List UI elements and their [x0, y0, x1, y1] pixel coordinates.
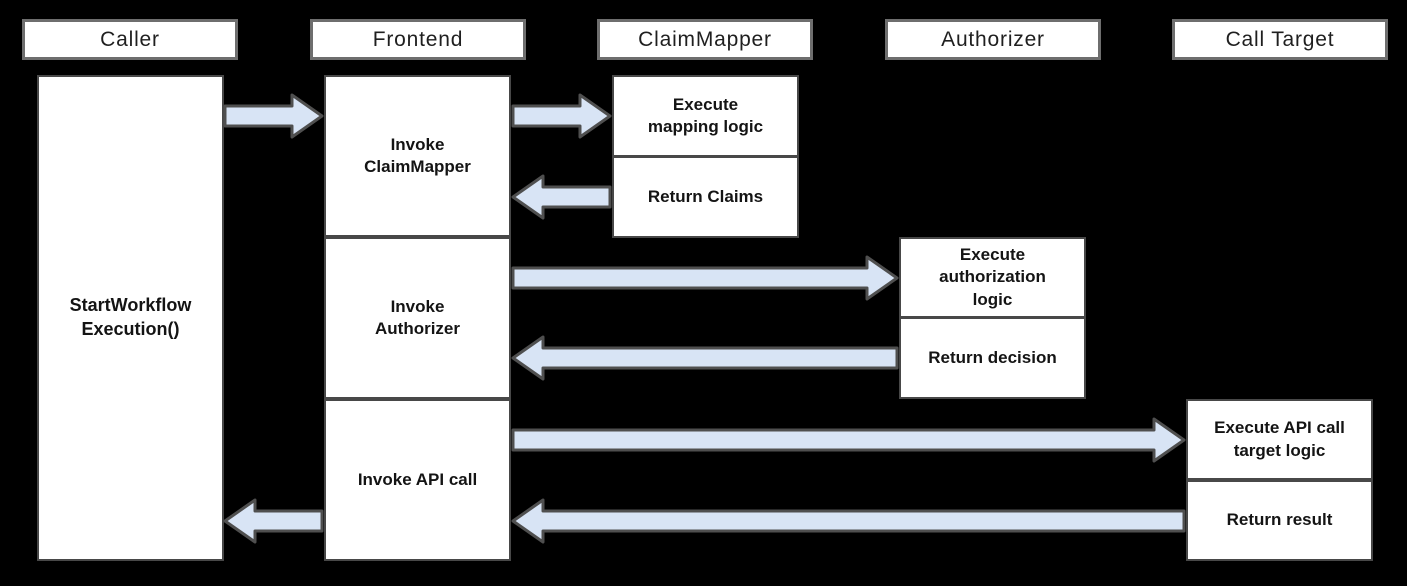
step-invoke-authorizer: Invoke Authorizer	[324, 237, 511, 399]
arrow-caller-to-frontend-icon	[223, 93, 324, 139]
step-execute-authorization-logic: Execute authorization logic	[899, 237, 1086, 318]
box-label-line: authorization	[939, 267, 1046, 287]
arrow-frontend-to-authorizer-icon	[511, 255, 899, 301]
step-execute-mapping-logic: Execute mapping logic	[612, 75, 799, 157]
step-return-claims: Return Claims	[612, 156, 799, 238]
step-execute-api-call-target-logic: Execute API call target logic	[1186, 399, 1373, 480]
box-label-line: logic	[972, 289, 1013, 309]
step-return-decision: Return decision	[899, 317, 1086, 399]
lane-header-caller: Caller	[22, 19, 238, 60]
step-return-result: Return result	[1186, 480, 1373, 561]
box-label-line: Authorizer	[375, 319, 460, 338]
box-label-line: ClaimMapper	[364, 157, 471, 176]
lane-header-label: Frontend	[372, 27, 464, 51]
box-label-line: Return decision	[928, 347, 1057, 367]
box-label-line: Invoke	[390, 296, 445, 316]
box-label-line: Invoke	[390, 134, 445, 154]
arrow-frontend-to-call-target-icon	[511, 417, 1186, 463]
step-invoke-claimmapper: Invoke ClaimMapper	[324, 75, 511, 237]
box-label-line: Invoke API call	[357, 469, 478, 489]
box-label-line: Execute	[672, 94, 739, 114]
lane-header-label: Caller	[100, 27, 160, 51]
box-label-line: Execution()	[81, 319, 180, 339]
arrow-authorizer-to-frontend-icon	[511, 335, 899, 381]
lane-header-frontend: Frontend	[310, 19, 526, 60]
lane-header-label: Authorizer	[941, 27, 1045, 51]
activation-caller-startworkflowexecution: StartWorkflow Execution()	[37, 75, 224, 561]
box-label-line: StartWorkflow	[69, 295, 192, 316]
arrow-frontend-to-caller-icon	[223, 498, 324, 544]
box-label-line: Execute	[959, 244, 1026, 264]
box-label-line: Return Claims	[647, 186, 764, 206]
lane-header-claimmapper: ClaimMapper	[597, 19, 813, 60]
step-invoke-api-call: Invoke API call	[324, 399, 511, 561]
box-label-line: Execute API call	[1214, 418, 1345, 438]
lane-header-call-target: Call Target	[1172, 19, 1388, 60]
box-label-line: Return result	[1226, 510, 1333, 530]
box-label-line: target logic	[1233, 440, 1326, 460]
arrow-call-target-to-frontend-icon	[511, 498, 1186, 544]
box-label-line: mapping logic	[647, 117, 764, 136]
lane-header-authorizer: Authorizer	[885, 19, 1101, 60]
arrow-frontend-to-claimmapper-icon	[511, 93, 612, 139]
arrow-claimmapper-to-frontend-icon	[511, 174, 612, 220]
lane-header-label: Call Target	[1225, 27, 1335, 51]
lane-header-label: ClaimMapper	[638, 27, 772, 51]
